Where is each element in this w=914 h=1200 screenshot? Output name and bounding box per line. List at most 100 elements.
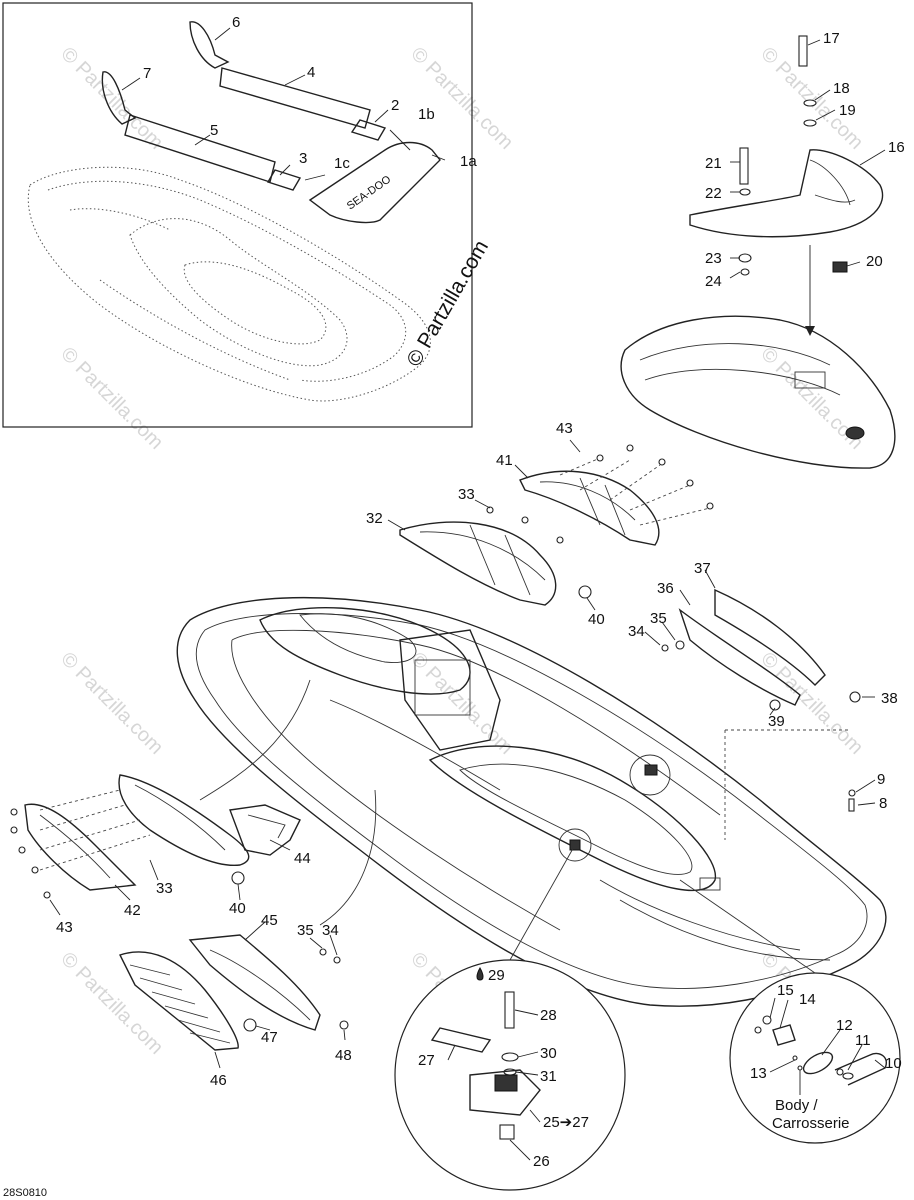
callout-33-left: 33 [156, 880, 173, 897]
callout-5: 5 [210, 122, 218, 139]
cover-1a [308, 141, 441, 224]
callout-47: 47 [261, 1029, 278, 1046]
nut-20 [832, 261, 848, 273]
callout-32: 32 [366, 510, 383, 527]
right-fasteners [661, 588, 861, 840]
callout-1b: 1b [418, 106, 435, 123]
callout-3: 3 [299, 150, 307, 167]
pad-2 [350, 119, 387, 141]
callout-39: 39 [768, 713, 785, 730]
callout-1c: 1c [334, 155, 350, 172]
callout-35-left: 35 [297, 922, 314, 939]
callout-34-left: 34 [322, 922, 339, 939]
bolt-17 [798, 35, 808, 67]
callout-31: 31 [540, 1068, 557, 1085]
detail-circle-a [394, 844, 626, 1191]
body-label-line1: Body / [775, 1097, 818, 1114]
callout-2: 2 [391, 97, 399, 114]
pad-3 [266, 169, 302, 191]
callout-40-left: 40 [229, 900, 246, 917]
callout-23: 23 [705, 250, 722, 267]
watermark-text: © Partzilla.com [56, 43, 167, 154]
callout-12: 12 [836, 1017, 853, 1034]
center-console [399, 629, 501, 751]
leader-lines [49, 27, 886, 1161]
watermark-text: © Partzilla.com [756, 43, 867, 154]
callout-44: 44 [294, 850, 311, 867]
callout-37: 37 [694, 560, 711, 577]
rear-deck [620, 315, 896, 469]
callout-43-left: 43 [56, 919, 73, 936]
pad-6 [189, 21, 230, 69]
callout-30: 30 [540, 1045, 557, 1062]
handle-16 [689, 149, 884, 238]
inset-frame [2, 2, 473, 428]
callout-20: 20 [866, 253, 883, 270]
watermark-text: © Partzilla.com [56, 343, 167, 454]
cover-logo-text: SEA-DOO [345, 173, 394, 212]
callout-15: 15 [777, 982, 794, 999]
callout-34-right: 34 [628, 623, 645, 640]
watermark-text: © Partzilla.com [406, 43, 517, 154]
bolt-21 [739, 147, 749, 185]
strip-4 [219, 67, 371, 129]
callout-27: 27 [418, 1052, 435, 1069]
panel-36 [678, 608, 801, 706]
main-hull [176, 596, 887, 1007]
plate-12 [802, 1051, 834, 1075]
callout-45: 45 [261, 912, 278, 929]
callout-26: 26 [533, 1153, 550, 1170]
pad-27 [430, 1027, 492, 1053]
callout-41: 41 [496, 452, 513, 469]
callout-16: 16 [888, 139, 905, 156]
panel-45 [188, 934, 321, 1031]
callout-35-right: 35 [650, 610, 667, 627]
grille-46 [119, 951, 239, 1051]
callout-10: 10 [885, 1055, 902, 1072]
watermark-text: © Partzilla.com [56, 648, 167, 759]
callout-6: 6 [232, 14, 240, 31]
watermark-text: © Partzilla.com [406, 648, 517, 759]
body-label-line2: Carrosserie [772, 1115, 850, 1132]
callout-25-27: 25➔27 [543, 1114, 589, 1131]
callout-43-top: 43 [556, 420, 573, 437]
watermark-text: © Partzilla.com [56, 948, 167, 1059]
detail-circle-b [679, 879, 901, 1144]
callout-21: 21 [705, 155, 722, 172]
callouts: 1a 1b 1c 2 3 4 5 6 7 17 18 19 16 21 22 2… [56, 14, 905, 1170]
callout-13: 13 [750, 1065, 767, 1082]
callout-42: 42 [124, 902, 141, 919]
left-panels [10, 679, 311, 899]
callout-48: 48 [335, 1047, 352, 1064]
upper-panels [399, 444, 714, 606]
pad-7 [101, 71, 137, 125]
plate-14 [772, 1024, 796, 1046]
callout-11: 11 [855, 1032, 871, 1049]
panel-33 [118, 774, 250, 867]
callout-18: 18 [833, 80, 850, 97]
callout-9: 9 [877, 771, 885, 788]
callout-28: 28 [540, 1007, 557, 1024]
panel-44 [229, 804, 301, 856]
panel-37 [714, 588, 826, 686]
callout-4: 4 [307, 64, 315, 81]
hull-outline [176, 596, 887, 1007]
callout-24: 24 [705, 273, 722, 290]
callout-7: 7 [143, 65, 151, 82]
panel-32 [399, 521, 557, 606]
callout-36: 36 [657, 580, 674, 597]
callout-19: 19 [839, 102, 856, 119]
panel-42 [24, 803, 137, 891]
rear-well [428, 745, 717, 892]
callout-22: 22 [705, 185, 722, 202]
callout-14: 14 [799, 991, 816, 1008]
front-well [259, 606, 471, 695]
callout-33-top: 33 [458, 486, 475, 503]
callout-46: 46 [210, 1072, 227, 1089]
callout-40-mid: 40 [588, 611, 605, 628]
callout-38: 38 [881, 690, 898, 707]
bracket-25 [469, 1069, 541, 1116]
callout-17: 17 [823, 30, 840, 47]
center-watermark: © Partzilla.com [402, 236, 493, 370]
